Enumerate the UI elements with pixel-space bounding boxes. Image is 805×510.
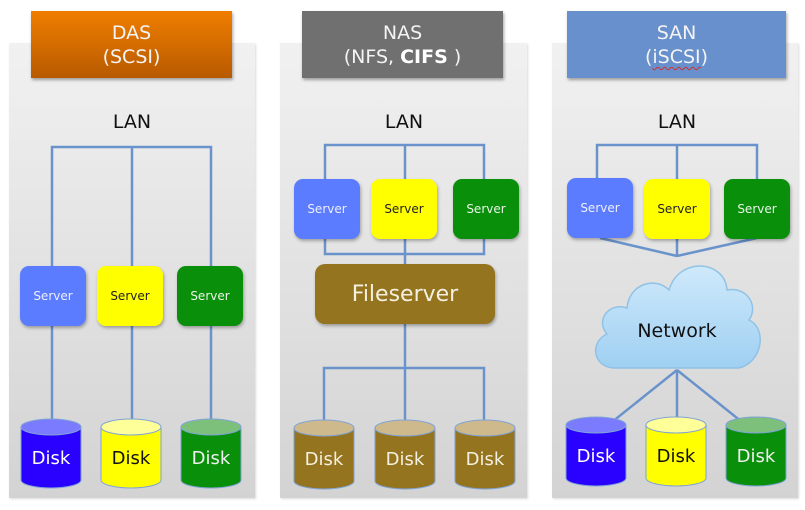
disk-cylinder-icon [20,418,82,489]
san-server-net-1 [599,236,678,258]
disk-label: Disk [576,446,616,467]
disk-cylinder-icon [725,416,787,487]
disk-cylinder-icon [454,419,516,490]
disk-cylinder-icon [374,419,436,490]
san-lan-label: LAN [657,111,697,133]
nas-protocol-cifs: CIFS [400,46,448,68]
san-server-net-3 [676,236,758,258]
nas-title-close: ) [447,46,462,68]
nas-lan-label: LAN [384,111,424,133]
disk-cylinder-icon [645,416,707,487]
san-disk-blue: Disk [565,416,627,488]
san-title-close: ) [700,46,709,68]
san-disk-yellow: Disk [645,416,707,488]
san-net-disk-1 [611,369,678,423]
san-net-disk-3 [676,369,743,423]
nas-disk-bus [322,366,486,424]
disk-label: Disk [385,449,425,470]
disk-label: Disk [736,446,776,467]
das-disk-green: Disk [180,418,242,490]
disk-cylinder-icon [180,418,242,489]
das-server-blue: Server [20,266,86,326]
disk-label: Disk [465,449,505,470]
nas-disk-3: Disk [454,419,516,491]
nas-server-blue: Server [294,179,360,239]
disk-cylinder-icon [293,419,355,490]
nas-protocol-nfs: (NFS, [343,46,401,68]
san-server-blue: Server [567,178,633,238]
san-title-line2: (iSCSI) [567,45,786,69]
nas-title-line1: NAS [382,22,423,44]
disk-label: Disk [111,448,151,469]
san-server-green: Server [724,179,790,239]
das-lan-label: LAN [112,111,152,133]
das-server-yellow: Server [97,266,163,326]
san-title-line1: SAN [656,22,697,44]
das-disk-yellow: Disk [100,418,162,490]
san-disk-green: Disk [725,416,787,488]
san-server-yellow: Server [644,179,710,239]
san-protocol-iscsi: iSCSI [652,46,701,68]
disk-label: Disk [656,446,696,467]
san-title: SAN (iSCSI) [567,11,786,78]
disk-cylinder-icon [100,418,162,489]
das-title: DAS (SCSI) [31,11,232,78]
san-network: Network [587,250,767,380]
das-title-line1: DAS [111,22,152,44]
nas-fileserver: Fileserver [315,264,495,324]
nas-disk-1: Disk [293,419,355,491]
das-server-green: Server [177,266,243,326]
network-label: Network [637,320,717,342]
das-disk-blue: Disk [20,418,82,490]
disk-label: Disk [304,449,344,470]
cloud-icon [594,265,761,369]
nas-server-green: Server [453,179,519,239]
nas-title: NAS (NFS, CIFS ) [302,11,503,78]
disk-label: Disk [31,448,71,469]
nas-title-line2: (NFS, CIFS ) [302,45,503,69]
san-title-open: ( [644,46,653,68]
disk-cylinder-icon [565,416,627,487]
nas-server-bus [323,238,486,256]
nas-server-yellow: Server [371,179,437,239]
nas-disk-2: Disk [374,419,436,491]
das-title-line2: (SCSI) [102,46,161,68]
disk-label: Disk [191,448,231,469]
